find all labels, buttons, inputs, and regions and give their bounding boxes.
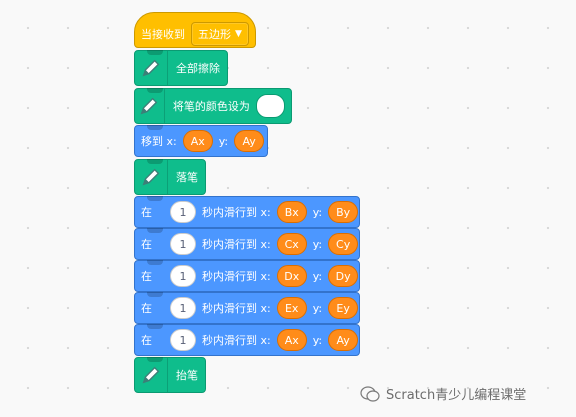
glide-prefix: 在 — [141, 302, 152, 315]
pen-up-label: 抬笔 — [176, 369, 198, 382]
glide-prefix: 在 — [141, 270, 152, 283]
glide-y-reporter[interactable]: Dy — [328, 265, 359, 287]
pen-down-label: 落笔 — [176, 171, 198, 184]
glide-seconds-input[interactable]: 1 — [170, 265, 196, 287]
message-dropdown[interactable]: 五边形 ▼ — [191, 22, 249, 46]
glide-prefix: 在 — [141, 238, 152, 251]
watermark: Scratch青少儿编程课堂 — [360, 384, 526, 403]
glide-x-reporter[interactable]: Dx — [276, 265, 307, 287]
glide-x-reporter[interactable]: Cx — [276, 233, 307, 255]
pen-extension-icon — [135, 358, 168, 392]
pen-extension-icon — [135, 160, 168, 194]
message-name: 五边形 — [198, 28, 231, 41]
glide-y-reporter[interactable]: Cy — [328, 233, 359, 255]
glide-mid-label: 秒内滑行到 x: — [202, 302, 271, 315]
pen-extension-icon — [135, 51, 168, 85]
set-pen-color-block[interactable]: 将笔的颜色设为 — [134, 88, 292, 124]
glide-y-label: y: — [312, 205, 323, 219]
glide-mid-label: 秒内滑行到 x: — [202, 206, 271, 219]
glide-y-reporter[interactable]: Ay — [328, 329, 359, 351]
glide-y-reporter[interactable]: By — [328, 201, 359, 223]
goto-y-label: y: — [218, 134, 229, 148]
glide-y-label: y: — [312, 237, 323, 251]
glide-prefix: 在 — [141, 334, 152, 347]
glide-block[interactable]: 在 1 秒内滑行到 x: Ax y: Ay — [134, 324, 360, 356]
glide-y-label: y: — [312, 333, 323, 347]
glide-block[interactable]: 在 1 秒内滑行到 x: Dx y: Dy — [134, 260, 360, 292]
glide-seconds-input[interactable]: 1 — [170, 201, 196, 223]
chevron-down-icon: ▼ — [235, 29, 242, 39]
hat-label: 当接收到 — [141, 28, 185, 41]
glide-mid-label: 秒内滑行到 x: — [202, 270, 271, 283]
glide-mid-label: 秒内滑行到 x: — [202, 238, 271, 251]
erase-all-label: 全部擦除 — [176, 62, 220, 75]
wechat-icon — [360, 385, 380, 402]
glide-y-label: y: — [312, 269, 323, 283]
goto-label: 移到 x: — [141, 135, 177, 148]
glide-y-reporter[interactable]: Ey — [328, 297, 359, 319]
glide-block[interactable]: 在 1 秒内滑行到 x: Bx y: By — [134, 196, 360, 228]
glide-x-reporter[interactable]: Ax — [276, 329, 307, 351]
pen-up-block[interactable]: 抬笔 — [134, 357, 206, 393]
glide-x-reporter[interactable]: Ex — [276, 297, 307, 319]
glide-mid-label: 秒内滑行到 x: — [202, 334, 271, 347]
glide-seconds-input[interactable]: 1 — [170, 329, 196, 351]
glide-seconds-input[interactable]: 1 — [170, 233, 196, 255]
goto-x-reporter[interactable]: Ax — [182, 130, 213, 152]
pen-extension-icon — [135, 89, 165, 123]
set-color-label: 将笔的颜色设为 — [172, 100, 250, 113]
watermark-text: Scratch青少儿编程课堂 — [386, 388, 527, 403]
glide-prefix: 在 — [141, 206, 152, 219]
erase-all-block[interactable]: 全部擦除 — [134, 50, 228, 86]
glide-x-reporter[interactable]: Bx — [276, 201, 307, 223]
when-i-receive-block[interactable]: 当接收到 五边形 ▼ — [134, 12, 256, 48]
pen-down-block[interactable]: 落笔 — [134, 159, 206, 195]
goto-y-reporter[interactable]: Ay — [234, 130, 265, 152]
glide-block[interactable]: 在 1 秒内滑行到 x: Cx y: Cy — [134, 228, 360, 260]
glide-y-label: y: — [312, 301, 323, 315]
glide-seconds-input[interactable]: 1 — [170, 297, 196, 319]
pen-color-picker[interactable] — [255, 94, 285, 118]
go-to-xy-block[interactable]: 移到 x: Ax y: Ay — [134, 125, 268, 157]
glide-block[interactable]: 在 1 秒内滑行到 x: Ex y: Ey — [134, 292, 360, 324]
